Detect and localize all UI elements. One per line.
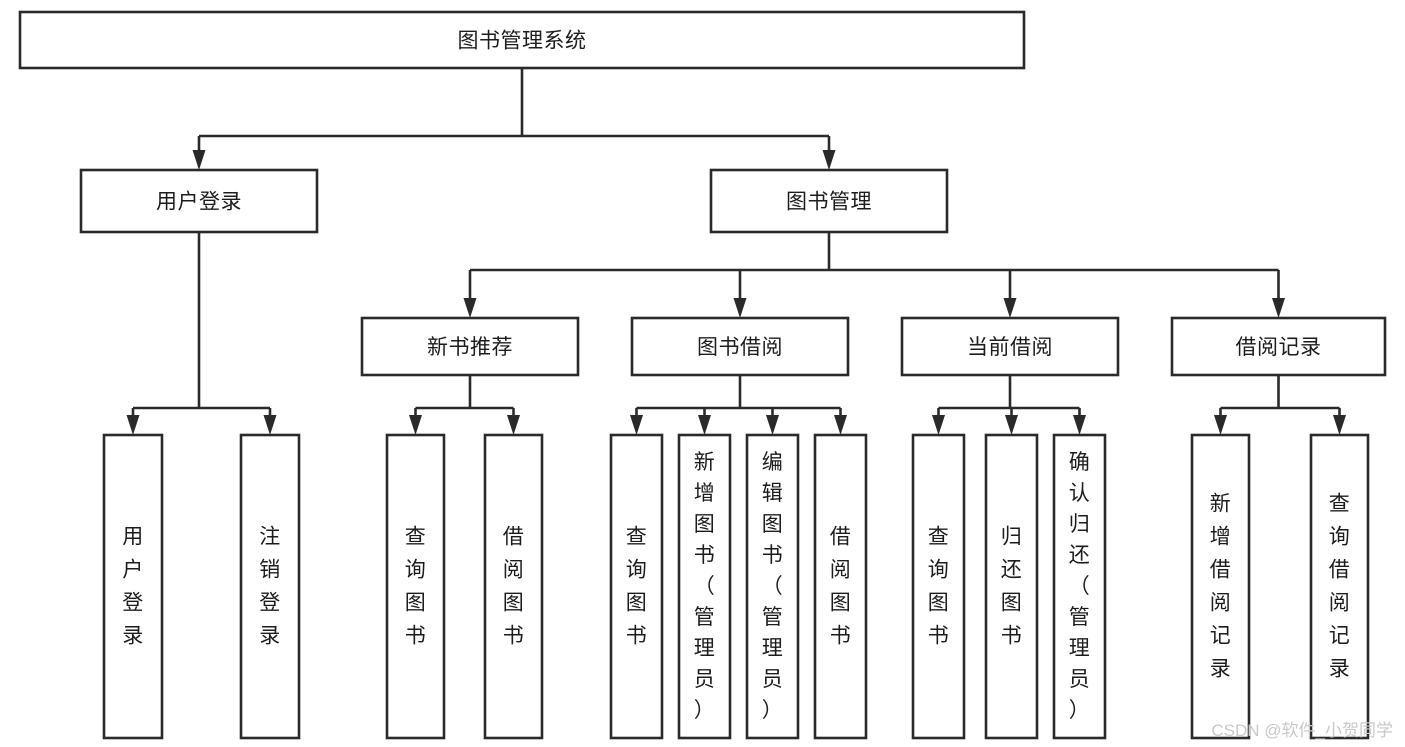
node-label: 借阅记录 bbox=[1236, 336, 1322, 359]
connector-arrowhead bbox=[409, 415, 422, 435]
node-label: 查询图书 bbox=[626, 526, 648, 648]
node-label: 用户登录 bbox=[122, 526, 144, 648]
node-box bbox=[360, 316, 580, 377]
connector-arrowhead bbox=[766, 415, 779, 435]
node-label: 图书管理系统 bbox=[458, 30, 587, 53]
node-layer: 图书管理系统用户登录图书管理新书推荐图书借阅当前借阅借阅记录用户登录注销登录查询… bbox=[18, 10, 1387, 740]
connector-arrowhead bbox=[698, 415, 711, 435]
node-leaf-confirm-return[interactable]: 确认归还（管理员） bbox=[1052, 433, 1107, 740]
connector-arrowhead bbox=[507, 415, 520, 435]
node-leaf-add-record[interactable]: 新增借阅记录 bbox=[1190, 433, 1251, 740]
node-box bbox=[745, 433, 800, 740]
node-label: 注销登录 bbox=[259, 526, 281, 648]
node-box bbox=[1190, 433, 1251, 740]
node-box bbox=[1052, 433, 1107, 740]
connector-arrowhead bbox=[1214, 415, 1227, 435]
node-leaf-user-login[interactable]: 用户登录 bbox=[102, 433, 164, 740]
node-label: 新增借阅记录 bbox=[1210, 493, 1232, 681]
connector-arrowhead bbox=[1003, 298, 1017, 318]
node-label: 编辑图书（管理员） bbox=[762, 451, 784, 722]
watermark-label: CSDN @软件_小贺同学 bbox=[1211, 721, 1393, 740]
connector-arrowhead bbox=[834, 415, 847, 435]
connector-arrowhead bbox=[630, 415, 643, 435]
connector-arrowhead bbox=[1272, 298, 1285, 318]
connector-layer bbox=[126, 68, 1346, 435]
node-box bbox=[239, 433, 301, 740]
node-box bbox=[1309, 433, 1370, 740]
node-current-borrow[interactable]: 当前借阅 bbox=[900, 316, 1120, 377]
node-book-manage[interactable]: 图书管理 bbox=[709, 168, 949, 234]
node-box bbox=[102, 433, 164, 740]
node-label: 新增图书（管理员） bbox=[694, 451, 716, 722]
connector-arrowhead bbox=[192, 150, 206, 170]
node-box bbox=[385, 433, 446, 740]
node-leaf-add-book[interactable]: 新增图书（管理员） bbox=[677, 433, 732, 740]
node-box bbox=[813, 433, 868, 740]
node-label: 确认归还（管理员） bbox=[1069, 451, 1091, 722]
node-root[interactable]: 图书管理系统 bbox=[18, 10, 1026, 70]
node-box bbox=[609, 433, 664, 740]
node-book-borrow[interactable]: 图书借阅 bbox=[630, 316, 850, 377]
node-label: 借阅图书 bbox=[503, 526, 525, 648]
node-label: 归还图书 bbox=[1001, 526, 1023, 648]
node-label: 查询借阅记录 bbox=[1329, 493, 1351, 681]
node-leaf-borrow-book-1[interactable]: 借阅图书 bbox=[483, 433, 544, 740]
node-borrow-record[interactable]: 借阅记录 bbox=[1170, 316, 1387, 377]
node-label: 新书推荐 bbox=[427, 336, 513, 359]
node-box bbox=[677, 433, 732, 740]
connector-arrowhead bbox=[1073, 415, 1086, 435]
node-label: 图书管理 bbox=[786, 191, 872, 214]
connector-arrowhead bbox=[822, 150, 836, 170]
node-box bbox=[709, 168, 949, 234]
node-label: 当前借阅 bbox=[967, 336, 1053, 359]
connector-arrowhead bbox=[1333, 415, 1346, 435]
node-leaf-query-book-2[interactable]: 查询图书 bbox=[609, 433, 664, 740]
node-leaf-query-book-1[interactable]: 查询图书 bbox=[385, 433, 446, 740]
node-box bbox=[900, 316, 1120, 377]
node-box bbox=[1170, 316, 1387, 377]
node-leaf-query-book-3[interactable]: 查询图书 bbox=[911, 433, 966, 740]
node-label: 图书借阅 bbox=[697, 336, 783, 359]
connector-arrowhead bbox=[263, 415, 277, 435]
node-new-book-rec[interactable]: 新书推荐 bbox=[360, 316, 580, 377]
node-leaf-edit-book[interactable]: 编辑图书（管理员） bbox=[745, 433, 800, 740]
node-box bbox=[984, 433, 1039, 740]
node-box bbox=[911, 433, 966, 740]
connector-arrowhead bbox=[932, 415, 945, 435]
node-leaf-return-book[interactable]: 归还图书 bbox=[984, 433, 1039, 740]
node-label: 借阅图书 bbox=[830, 526, 852, 648]
node-label: 查询图书 bbox=[928, 526, 950, 648]
connector-arrowhead bbox=[1005, 415, 1018, 435]
node-box bbox=[18, 10, 1026, 70]
connector-arrowhead bbox=[126, 415, 140, 435]
node-leaf-logout[interactable]: 注销登录 bbox=[239, 433, 301, 740]
connector-arrowhead bbox=[733, 298, 747, 318]
node-label: 查询图书 bbox=[405, 526, 427, 648]
node-leaf-borrow-book-2[interactable]: 借阅图书 bbox=[813, 433, 868, 740]
node-leaf-query-record[interactable]: 查询借阅记录 bbox=[1309, 433, 1370, 740]
node-user-login[interactable]: 用户登录 bbox=[79, 168, 319, 234]
node-label: 用户登录 bbox=[156, 191, 242, 214]
connector-arrowhead bbox=[463, 298, 477, 318]
node-box bbox=[630, 316, 850, 377]
node-box bbox=[483, 433, 544, 740]
node-box bbox=[79, 168, 319, 234]
